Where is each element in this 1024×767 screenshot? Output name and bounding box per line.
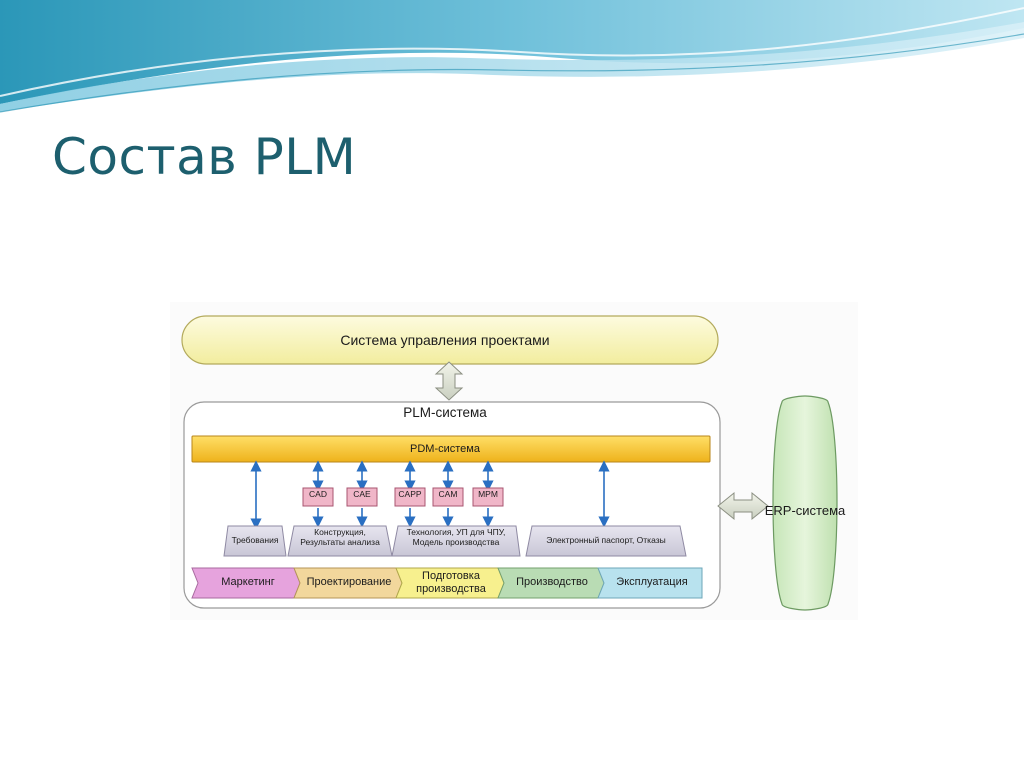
tool-box-cam	[432, 487, 464, 507]
pm-plm-double-arrow	[434, 361, 464, 401]
tool-box-cad	[302, 487, 334, 507]
tool-label-cae: CAE	[353, 489, 371, 499]
phase-label-preparation: Подготовка производства	[400, 570, 502, 595]
area-requirements	[223, 525, 287, 557]
phase-label-line: Подготовка	[422, 570, 480, 582]
area-label-line: Технология, УП для ЧПУ,	[406, 527, 506, 537]
area-label-line: Электронный паспорт, Отказы	[546, 535, 666, 545]
tool-label-cad: CAD	[309, 489, 327, 499]
area-label-technology: Технология, УП для ЧПУ, Модель производс…	[392, 527, 520, 548]
area-label-line: Модель производства	[412, 536, 500, 547]
tool-box-cae	[346, 487, 378, 507]
tool-label-capp: CAPP	[398, 489, 422, 499]
diagram-shapes	[181, 315, 838, 611]
tool-label-cam: CAM	[438, 489, 458, 499]
phase-label-line: Производство	[516, 576, 588, 588]
pdm-system-label: PDM-система	[410, 443, 480, 455]
area-label-requirements: Требования	[224, 535, 286, 546]
area-passport	[525, 525, 687, 557]
tool-label-mpm: MPM	[478, 489, 498, 499]
phase-label-line: Проектирование	[306, 576, 392, 588]
area-label-line: Результаты анализа	[300, 536, 380, 547]
erp-system-label: ERP-система	[764, 503, 846, 518]
tool-box-capp	[394, 487, 426, 507]
slide-title: Состав PLM	[52, 128, 357, 186]
phase-label-marketing: Маркетинг	[198, 576, 298, 589]
phase-label-design: Проектирование	[298, 576, 400, 589]
header-wave-decoration	[0, 0, 1024, 113]
phase-label-operation: Эксплуатация	[602, 576, 702, 589]
area-boxes	[223, 525, 687, 557]
tool-box-mpm	[472, 487, 504, 507]
phase-label-line: производства	[416, 582, 486, 595]
erp-system-cylinder	[772, 395, 838, 611]
area-design	[287, 525, 393, 557]
area-label-line: Требования	[231, 535, 279, 545]
area-label-design: Конструкция, Результаты анализа	[288, 527, 392, 548]
project-management-label: Система управления проектами	[340, 332, 550, 348]
area-technology	[391, 525, 521, 557]
area-label-passport: Электронный паспорт, Отказы	[526, 535, 686, 546]
plm-system-label: PLM-система	[403, 405, 487, 420]
phase-label-line: Эксплуатация	[616, 576, 688, 588]
tool-boxes	[302, 487, 504, 507]
connector-arrows	[250, 460, 610, 530]
area-label-line: Конструкция,	[314, 527, 366, 537]
phase-label-line: Маркетинг	[221, 576, 275, 588]
phase-label-production: Производство	[502, 576, 602, 589]
plm-erp-double-arrow	[717, 491, 769, 521]
phase-operation	[597, 567, 703, 599]
plm-diagram: Система управления проектами PLM-система…	[170, 302, 858, 620]
